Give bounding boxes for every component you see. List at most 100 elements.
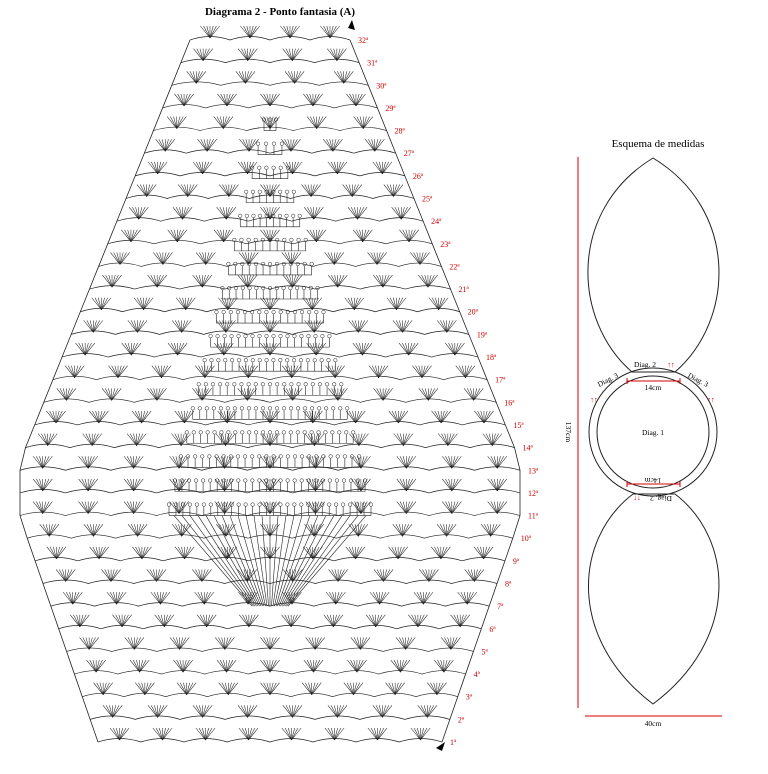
fan-stitch	[377, 727, 388, 741]
picot	[229, 334, 234, 339]
fan-stitch	[306, 546, 313, 559]
fan-stitch	[117, 365, 122, 378]
fan-stitch	[85, 637, 90, 650]
fan-stitch	[290, 614, 301, 627]
picot	[285, 310, 290, 315]
picot	[289, 382, 294, 387]
fan-stitch	[205, 252, 210, 265]
fan-stitch	[389, 184, 394, 197]
picot	[282, 237, 287, 242]
fan-stitch	[184, 410, 192, 424]
fan-stitch	[394, 682, 405, 695]
fan-stitch	[179, 637, 187, 650]
fan-stitch	[356, 659, 361, 673]
fan-stitch	[327, 48, 338, 61]
fan-stitch	[144, 682, 149, 695]
fan-stitch	[266, 184, 271, 197]
fan-stitch	[313, 659, 321, 673]
fan-stitch	[411, 614, 419, 627]
fan-stitch	[314, 637, 319, 650]
fan-stitch	[109, 705, 113, 718]
picot	[260, 237, 265, 242]
row-label: 19ª	[477, 330, 488, 339]
fan-stitch	[237, 388, 248, 401]
fan-stitch	[375, 365, 379, 378]
fan-stitch	[46, 410, 57, 424]
picot	[186, 478, 192, 483]
picot	[222, 502, 227, 507]
fan-stitch	[160, 592, 164, 605]
fan-stitch	[402, 320, 410, 333]
fan-stitch	[62, 388, 67, 401]
fan-stitch	[269, 456, 277, 469]
picot	[257, 334, 262, 339]
fan-stitch	[217, 93, 228, 107]
fan-stitch	[373, 569, 384, 582]
chain-arc	[144, 149, 396, 154]
picot	[313, 334, 318, 339]
fan-stitch	[292, 705, 300, 718]
fan-stitch	[492, 433, 503, 446]
fan-stitch	[402, 456, 407, 469]
fan-stitch	[358, 433, 369, 446]
fan-stitch	[304, 320, 315, 333]
fan-stitch	[136, 184, 147, 197]
long-stitch	[237, 515, 265, 607]
picot	[292, 358, 297, 363]
fan-stitch	[39, 501, 43, 514]
fan-stitch	[172, 206, 183, 220]
fan-stitch	[107, 569, 112, 582]
fan-stitch	[331, 727, 335, 741]
fan-stitch	[226, 410, 231, 424]
fan-stitch	[87, 456, 92, 469]
fan-stitch	[447, 433, 458, 446]
fan-stitch	[375, 614, 386, 627]
fan-stitch	[214, 637, 226, 650]
fan-stitch	[241, 727, 249, 741]
fan-stitch	[282, 569, 293, 582]
fan-stitch	[82, 433, 93, 446]
fan-stitch	[420, 705, 428, 718]
fan-stitch	[214, 478, 225, 492]
row-label: 18ª	[486, 353, 497, 362]
picot	[332, 382, 337, 387]
picot	[198, 430, 203, 435]
fan-stitch	[224, 297, 229, 310]
fan-stitch	[373, 252, 378, 265]
picot	[299, 502, 304, 507]
fan-stitch	[89, 659, 97, 673]
fan-stitch	[221, 456, 225, 469]
picot	[222, 478, 227, 483]
picot	[307, 310, 312, 315]
fan-stitch	[244, 705, 248, 718]
fan-stitch	[288, 48, 293, 61]
fan-stitch	[382, 705, 390, 718]
fan-stitch	[374, 139, 379, 152]
fan-stitch	[174, 93, 185, 107]
fan-stitch	[206, 25, 211, 39]
fan-stitch	[311, 501, 316, 514]
fan-stitch	[337, 161, 348, 175]
fan-stitch	[86, 524, 94, 537]
fan-stitch	[379, 591, 387, 605]
fan-stitch	[483, 410, 488, 424]
fan-stitch	[178, 456, 186, 469]
fan-stitch	[160, 614, 165, 627]
fan-stitch	[355, 410, 363, 424]
fan-stitch	[260, 546, 271, 560]
fan-stitch	[227, 297, 232, 310]
fan-stitch	[313, 320, 318, 333]
fan-stitch	[292, 48, 296, 61]
fan-stitch	[56, 546, 60, 559]
fan-stitch	[352, 410, 356, 424]
picot	[278, 454, 283, 459]
fan-stitch	[176, 116, 181, 129]
fan-stitch	[354, 297, 358, 310]
chart-row	[116, 206, 424, 222]
fan-stitch	[331, 388, 339, 401]
fan-stitch	[334, 388, 339, 401]
fan-stitch	[243, 569, 248, 582]
picot	[314, 310, 319, 315]
fan-stitch	[162, 252, 167, 265]
fan-stitch	[497, 456, 501, 469]
